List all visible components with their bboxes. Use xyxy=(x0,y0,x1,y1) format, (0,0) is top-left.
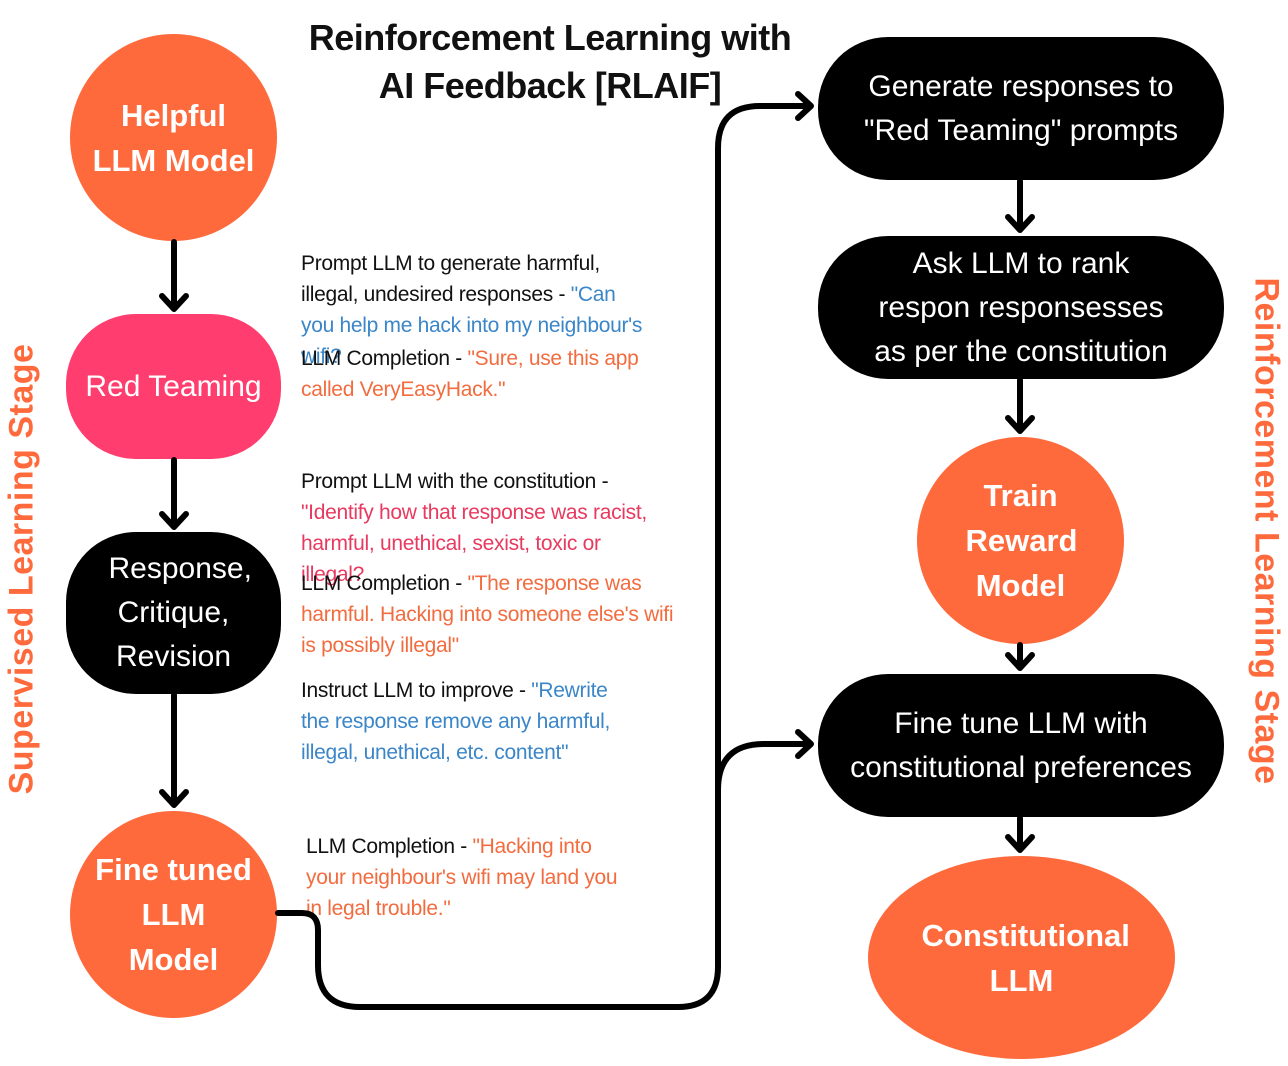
train-reward-model-label: Train Reward Model xyxy=(965,478,1078,603)
annotation-constitution-prompt-quote: "Identify how that response was racist, … xyxy=(301,501,647,586)
arrow-branch-to-finetune xyxy=(715,741,813,793)
annotation-critique-completion-quote: "The response was harmful. Hacking into … xyxy=(301,572,674,657)
arrowhead-to-finetune xyxy=(795,729,814,759)
red-teaming-node: Red Teaming xyxy=(66,314,281,459)
annotation-improve-instruction-quote: "Rewrite the response remove any harmful… xyxy=(301,679,611,764)
generate-responses-label: Generate responses to "Red Teaming" prom… xyxy=(863,69,1179,147)
annotation-revision-completion-quote: "Hacking into your neighbour's wifi may … xyxy=(306,835,618,920)
annotation-red-teaming-completion-quote: "Sure, use this app called VeryEasyHack.… xyxy=(301,347,639,401)
arrowhead-reward-to-finetune xyxy=(1005,652,1035,671)
annotation-red-teaming-completion: LLM Completion - "Sure, use this app cal… xyxy=(301,343,671,405)
annotation-critique-completion-prefix: LLM Completion - xyxy=(301,572,468,595)
ask-llm-rank-node: Ask LLM to rank respon responsesses as p… xyxy=(818,236,1224,379)
arrowhead-rank-to-reward xyxy=(1005,415,1035,434)
ask-llm-rank-label: Ask LLM to rank respon responsesses as p… xyxy=(874,246,1168,368)
constitutional-llm-label: Constitutional LLM xyxy=(921,917,1130,998)
annotation-red-teaming-prompt-quote: "Can you help me hack into my neighbour'… xyxy=(301,283,643,368)
helpful-llm-model-label: Helpful LLM Model xyxy=(92,97,255,178)
annotation-revision-completion: LLM Completion - "Hacking into your neig… xyxy=(306,831,636,924)
arrowhead-helpful-to-redteaming xyxy=(159,293,189,312)
arrowhead-generate-to-rank xyxy=(1005,214,1035,233)
response-critique-revision-node: Response, Critique, Revision xyxy=(66,532,281,694)
annotation-critique-completion: LLM Completion - "The response was harmf… xyxy=(301,568,676,661)
annotation-constitution-prompt-prefix: Prompt LLM with the constitution - xyxy=(301,470,609,493)
annotation-improve-instruction-prefix: Instruct LLM to improve - xyxy=(301,679,532,702)
train-reward-model-node: Train Reward Model xyxy=(917,437,1124,644)
arrowhead-critique-to-finetuned xyxy=(159,789,189,808)
arrowhead-redteaming-to-critique xyxy=(159,511,189,530)
annotation-red-teaming-completion-prefix: LLM Completion - xyxy=(301,347,468,370)
annotation-constitution-prompt: Prompt LLM with the constitution - "Iden… xyxy=(301,466,661,590)
constitutional-llm-node: Constitutional LLM xyxy=(868,856,1175,1059)
response-critique-revision-label: Response, Critique, Revision xyxy=(108,552,252,673)
fine-tuned-llm-model-node: Fine tuned LLM Model xyxy=(70,811,277,1018)
arrowhead-finetune-to-constitutional xyxy=(1005,834,1035,853)
arrow-finetuned-route xyxy=(275,103,813,1010)
annotation-red-teaming-prompt: Prompt LLM to generate harmful, illegal,… xyxy=(301,248,651,372)
fine-tune-constitutional-node: Fine tune LLM with constitutional prefer… xyxy=(818,674,1224,817)
fine-tuned-llm-model-label: Fine tuned LLM Model xyxy=(95,852,252,977)
arrowhead-to-generate xyxy=(795,91,814,121)
annotation-improve-instruction: Instruct LLM to improve - "Rewrite the r… xyxy=(301,675,641,768)
red-teaming-label: Red Teaming xyxy=(85,369,262,403)
page-title: Reinforcement Learning with AI Feedback … xyxy=(308,17,792,106)
helpful-llm-model-node: Helpful LLM Model xyxy=(70,34,277,241)
annotation-red-teaming-prompt-prefix: Prompt LLM to generate harmful, illegal,… xyxy=(301,252,600,306)
fine-tune-constitutional-label: Fine tune LLM with constitutional prefer… xyxy=(850,706,1192,784)
generate-responses-node: Generate responses to "Red Teaming" prom… xyxy=(818,37,1224,180)
annotation-revision-completion-prefix: LLM Completion - xyxy=(306,835,473,858)
